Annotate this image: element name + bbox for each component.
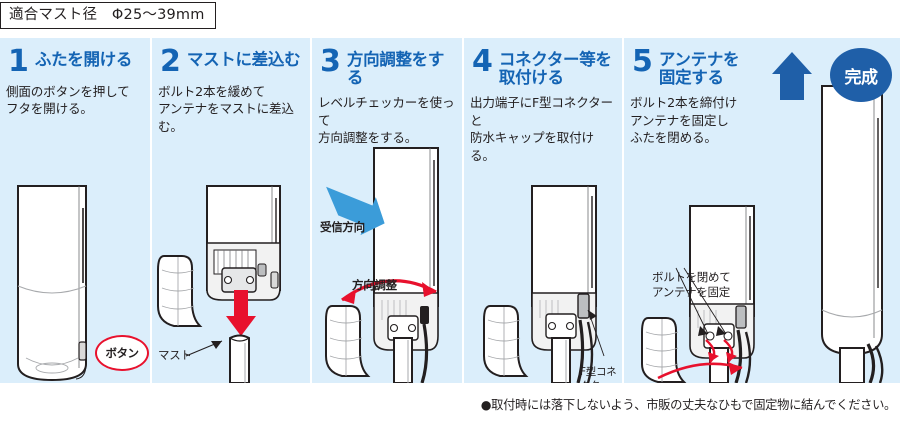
step-number-5: 5: [632, 44, 653, 79]
steps-columns: 1 ふたを開ける 側面のボタンを押して フタを開ける。: [0, 38, 900, 383]
step-title-3: 方向調整をする: [346, 50, 445, 87]
steps-panel: 1 ふたを開ける 側面のボタンを押して フタを開ける。: [0, 38, 900, 383]
step-description-5: ボルト2本を締付け アンテナを固定し ふたを閉める。: [630, 94, 737, 146]
step-description-3: レベルチェッカーを使って 方向調整をする。: [318, 94, 455, 146]
step-column-1: 1 ふたを開ける 側面のボタンを押して フタを開ける。: [0, 38, 152, 383]
direction-adjust-label: 方向調整: [352, 278, 397, 292]
reception-direction-label: 受信方向: [320, 220, 365, 234]
button-callout: ボタン: [95, 335, 149, 371]
step-number-1: 1: [8, 44, 29, 79]
f-connector-label: F型コネクター 防水キャップ: [580, 366, 617, 383]
step-header-3: 3 方向調整をする: [312, 38, 462, 87]
step-description-1: 側面のボタンを押して フタを開ける。: [6, 83, 130, 117]
done-badge: 完成: [830, 48, 892, 102]
step-column-5: 5 アンテナを 固定する ボルト2本を締付け アンテナを固定し ふたを閉める。 …: [624, 38, 900, 383]
step-title-1: ふたを開ける: [34, 50, 133, 69]
step-title-4: コネクター等を 取付ける: [498, 50, 612, 87]
mast-label: マスト: [158, 348, 192, 362]
step-header-5: 5 アンテナを 固定する: [624, 38, 900, 87]
step-number-2: 2: [160, 44, 181, 79]
step-column-2: 2 マストに差込む ボルト2本を緩めて アンテナをマストに差込む。: [152, 38, 312, 383]
step-title-5: アンテナを 固定する: [658, 50, 740, 87]
step-column-3: 3 方向調整をする レベルチェッカーを使って 方向調整をする。: [312, 38, 464, 383]
step-description-2: ボルト2本を緩めて アンテナをマストに差込む。: [158, 83, 294, 135]
footer-note: ●取付時には落下しないよう、市販の丈夫なひもで固定物に結んでください。: [480, 398, 897, 412]
step-header-4: 4 コネクター等を 取付ける: [464, 38, 622, 87]
step-header-1: 1 ふたを開ける: [0, 38, 150, 79]
step-column-4: 4 コネクター等を 取付ける 出力端子にF型コネクターと 防水キャップを取付ける…: [464, 38, 624, 383]
spec-box: 適合マスト径 Φ25〜39mm: [0, 2, 216, 30]
step-description-4: 出力端子にF型コネクターと 防水キャップを取付ける。: [470, 94, 613, 164]
button-callout-label: ボタン: [105, 346, 140, 360]
step-title-2: マストに差込む: [186, 50, 301, 69]
step-number-4: 4: [472, 44, 493, 79]
bolt-fix-label: ボルトを閉めて アンテナを固定: [652, 270, 731, 299]
step-number-3: 3: [320, 44, 341, 79]
step-header-2: 2 マストに差込む: [152, 38, 310, 79]
spec-label: 適合マスト径 Φ25〜39mm: [9, 7, 205, 23]
done-badge-label: 完成: [844, 67, 879, 88]
